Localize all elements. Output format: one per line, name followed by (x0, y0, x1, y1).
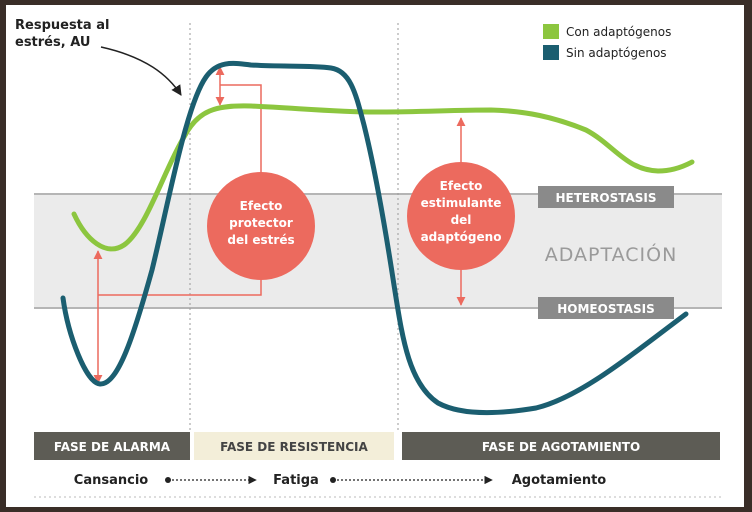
protective-bubble-line1: Efecto (240, 199, 283, 213)
phase-alarm-box (34, 432, 190, 460)
heterostasis-label: HETEROSTASIS (556, 191, 657, 205)
stimulating-bubble-line3: del (451, 213, 472, 227)
protective-effect-bubble (207, 172, 315, 280)
progression-step3: Agotamiento (512, 473, 607, 488)
annotation-line1: Respuesta al (15, 18, 109, 33)
annotation-arrow (100, 46, 182, 96)
stimulating-bubble-line4: adaptógeno (421, 230, 502, 244)
heterostasis-box (538, 186, 674, 208)
progression-step2: Fatiga (273, 473, 319, 488)
protective-bubble-line2: protector (229, 216, 293, 230)
legend-swatch-with (543, 24, 559, 39)
stimulating-bubble-line1: Efecto (440, 179, 483, 193)
annotation-line2: estrés, AU (15, 35, 90, 50)
curve-without-adaptogens (60, 60, 689, 416)
progression-dot-1 (165, 477, 171, 483)
legend-label-with: Con adaptógenos (566, 25, 671, 39)
phase-resistance-label: FASE DE RESISTENCIA (220, 440, 368, 454)
homeostasis-box (538, 297, 674, 319)
homeostasis-label: HOMEOSTASIS (557, 302, 655, 316)
legend-label-without: Sin adaptógenos (566, 46, 667, 60)
curve-with-adaptogens (71, 103, 695, 252)
stress-response-diagram: ADAPTACIÓN HETEROSTASIS HOMEOSTASIS Efec… (15, 18, 722, 498)
progression-dot-2 (330, 477, 336, 483)
diagram-frame: ADAPTACIÓN HETEROSTASIS HOMEOSTASIS Efec… (6, 5, 744, 507)
phase-resistance-box (194, 432, 394, 460)
phase-exhaustion-label: FASE DE AGOTAMIENTO (482, 440, 640, 454)
stimulating-effect-bubble (407, 162, 515, 270)
adaptation-label: ADAPTACIÓN (545, 242, 678, 266)
phase-exhaustion-box (402, 432, 720, 460)
legend-swatch-without (543, 45, 559, 60)
stimulating-bubble-line2: estimulante (421, 196, 502, 210)
phase-alarm-label: FASE DE ALARMA (54, 440, 171, 454)
progression-step1: Cansancio (74, 473, 148, 488)
protective-bubble-line3: del estrés (227, 233, 294, 247)
